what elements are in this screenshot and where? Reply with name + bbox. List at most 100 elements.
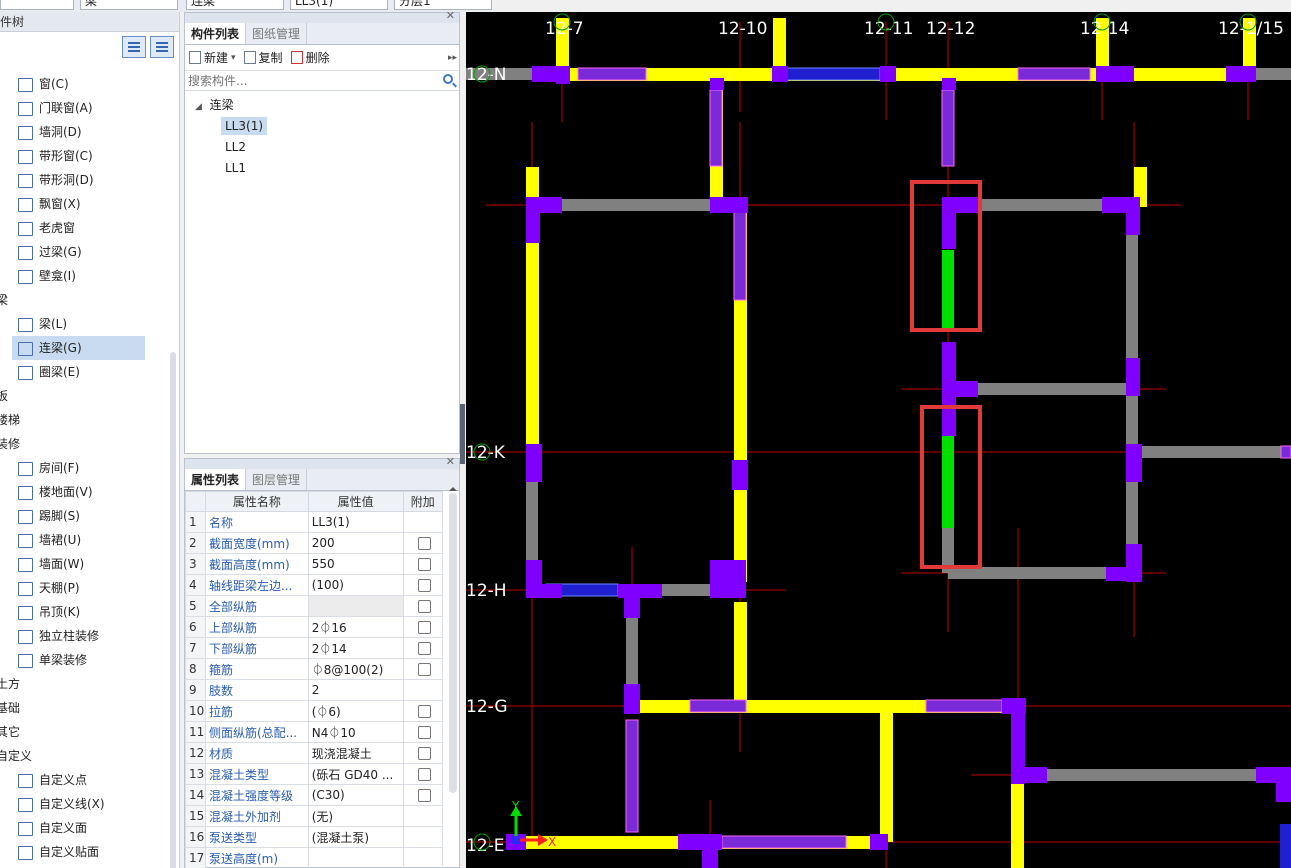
tree-scrollbar[interactable] — [170, 352, 176, 868]
tree-item[interactable]: 飘窗(X) — [0, 192, 170, 216]
copy-button[interactable]: 复制 — [243, 49, 283, 66]
card-view-icon[interactable] — [150, 36, 174, 58]
tree-item[interactable]: 天棚(P) — [0, 576, 170, 600]
tree-item[interactable]: 楼地面(V) — [0, 480, 170, 504]
expand-icon[interactable]: ◢ — [195, 102, 202, 112]
property-value[interactable]: 2⏀14 — [307, 637, 404, 659]
extra-checkbox[interactable] — [417, 705, 431, 718]
property-value[interactable]: 2⏀16 — [307, 616, 404, 638]
tab-layer-manage[interactable]: 图层管理 — [246, 469, 308, 490]
tree-leaf[interactable]: LL2 — [185, 137, 459, 158]
layer-combo[interactable]: 分层1 — [394, 0, 492, 10]
floor-combo[interactable] — [0, 0, 74, 10]
tree-item[interactable]: 墙洞(D) — [0, 120, 170, 144]
category-combo[interactable]: 梁 — [80, 0, 178, 10]
panel-splitter[interactable] — [460, 404, 465, 464]
tree-item[interactable]: 其它 — [0, 720, 170, 744]
tree-leaf[interactable]: LL1 — [185, 158, 459, 179]
new-button[interactable]: 新建▾ — [189, 49, 236, 66]
tree-item[interactable]: 梁(L) — [0, 312, 170, 336]
property-scrollbar[interactable] — [449, 487, 457, 793]
list-view-icon[interactable] — [122, 36, 146, 58]
tree-item[interactable]: 带形洞(D) — [0, 168, 170, 192]
tree-item[interactable]: 圈梁(E) — [0, 360, 170, 384]
property-value[interactable]: 550 — [307, 553, 404, 575]
tab-component-list[interactable]: 构件列表 — [185, 23, 247, 44]
search-input[interactable] — [185, 71, 425, 90]
extra-checkbox[interactable] — [417, 621, 431, 634]
drawing-canvas[interactable]: 12-7 12-10 12-11 12-12 12-14 12-1/15 12-… — [466, 12, 1291, 868]
delete-button[interactable]: 删除 — [290, 49, 330, 66]
tree-item[interactable]: 独立柱装修 — [0, 624, 170, 648]
property-value[interactable]: LL3(1) — [307, 511, 404, 533]
tree-item[interactable]: 自定义面 — [0, 816, 170, 840]
close-icon[interactable]: ✕ — [445, 455, 455, 468]
tree-item[interactable]: 基础 — [0, 696, 170, 720]
tab-drawing-manage[interactable]: 图纸管理 — [246, 23, 308, 44]
tree-item[interactable]: 楼梯 — [0, 408, 170, 432]
extra-checkbox[interactable] — [417, 726, 431, 739]
property-value[interactable]: (砾石 GD40 ... — [307, 763, 404, 785]
tree-item[interactable]: 土方 — [0, 672, 170, 696]
tree-item[interactable]: 单梁装修 — [0, 648, 170, 672]
extra-checkbox[interactable] — [417, 663, 431, 676]
tree-leaf[interactable]: LL3(1) — [185, 116, 459, 137]
tree-item[interactable]: 门联窗(A) — [0, 96, 170, 120]
tree-item[interactable]: 踢脚(S) — [0, 504, 170, 528]
tab-property-list[interactable]: 属性列表 — [185, 469, 247, 490]
property-value[interactable] — [307, 595, 404, 617]
property-value[interactable]: ⏀8@100(2) — [307, 658, 404, 680]
extra-checkbox[interactable] — [417, 537, 431, 550]
tree-item[interactable]: 带形窗(C) — [0, 144, 170, 168]
property-value[interactable]: (100) — [307, 574, 404, 596]
tree-item[interactable]: 吊顶(K) — [0, 600, 170, 624]
property-value[interactable] — [307, 847, 404, 868]
tree-item[interactable]: 过梁(G) — [0, 240, 170, 264]
property-value[interactable]: N4⏀10 — [307, 721, 404, 743]
property-value[interactable]: (⏀6) — [307, 700, 404, 722]
more-icon[interactable]: ▸▸ — [447, 52, 457, 63]
tree-item[interactable]: 老虎窗 — [0, 216, 170, 240]
extra-checkbox[interactable] — [417, 558, 431, 571]
tree-item[interactable]: 板 — [0, 384, 170, 408]
tree-item[interactable]: 壁龛(I) — [0, 264, 170, 288]
tree-item[interactable]: 自定义点 — [0, 768, 170, 792]
tree-item[interactable]: 自定义 — [0, 744, 170, 768]
tree-item[interactable]: 房间(F) — [0, 456, 170, 480]
tree-item[interactable]: 窗(C) — [0, 72, 170, 96]
extra-checkbox[interactable] — [417, 789, 431, 802]
search-icon[interactable] — [443, 74, 453, 84]
property-value[interactable]: (C30) — [307, 784, 404, 806]
type-combo[interactable]: 连梁 — [186, 0, 284, 10]
extra-checkbox[interactable] — [417, 642, 431, 655]
tree-item[interactable]: 连梁(G) — [12, 336, 145, 360]
tree-item[interactable]: 自定义线(X) — [0, 792, 170, 816]
property-value[interactable]: 200 — [307, 532, 404, 554]
tree-node-root[interactable]: ◢ 连梁 — [185, 95, 1291, 116]
extra-checkbox[interactable] — [417, 600, 431, 613]
property-value[interactable]: (混凝土泵) — [307, 826, 404, 848]
component-combo[interactable]: LL3(1) — [290, 0, 388, 10]
tree-item[interactable]: 装修 — [0, 432, 170, 456]
property-value[interactable]: 现浇混凝土 — [307, 742, 404, 764]
tree-item[interactable]: 墙裙(U) — [0, 528, 170, 552]
plan-drawing[interactable]: 12-7 12-10 12-11 12-12 12-14 12-1/15 12-… — [466, 12, 1291, 868]
tree-item[interactable]: 自定义贴面 — [0, 840, 170, 864]
property-value[interactable]: 2 — [307, 679, 404, 701]
